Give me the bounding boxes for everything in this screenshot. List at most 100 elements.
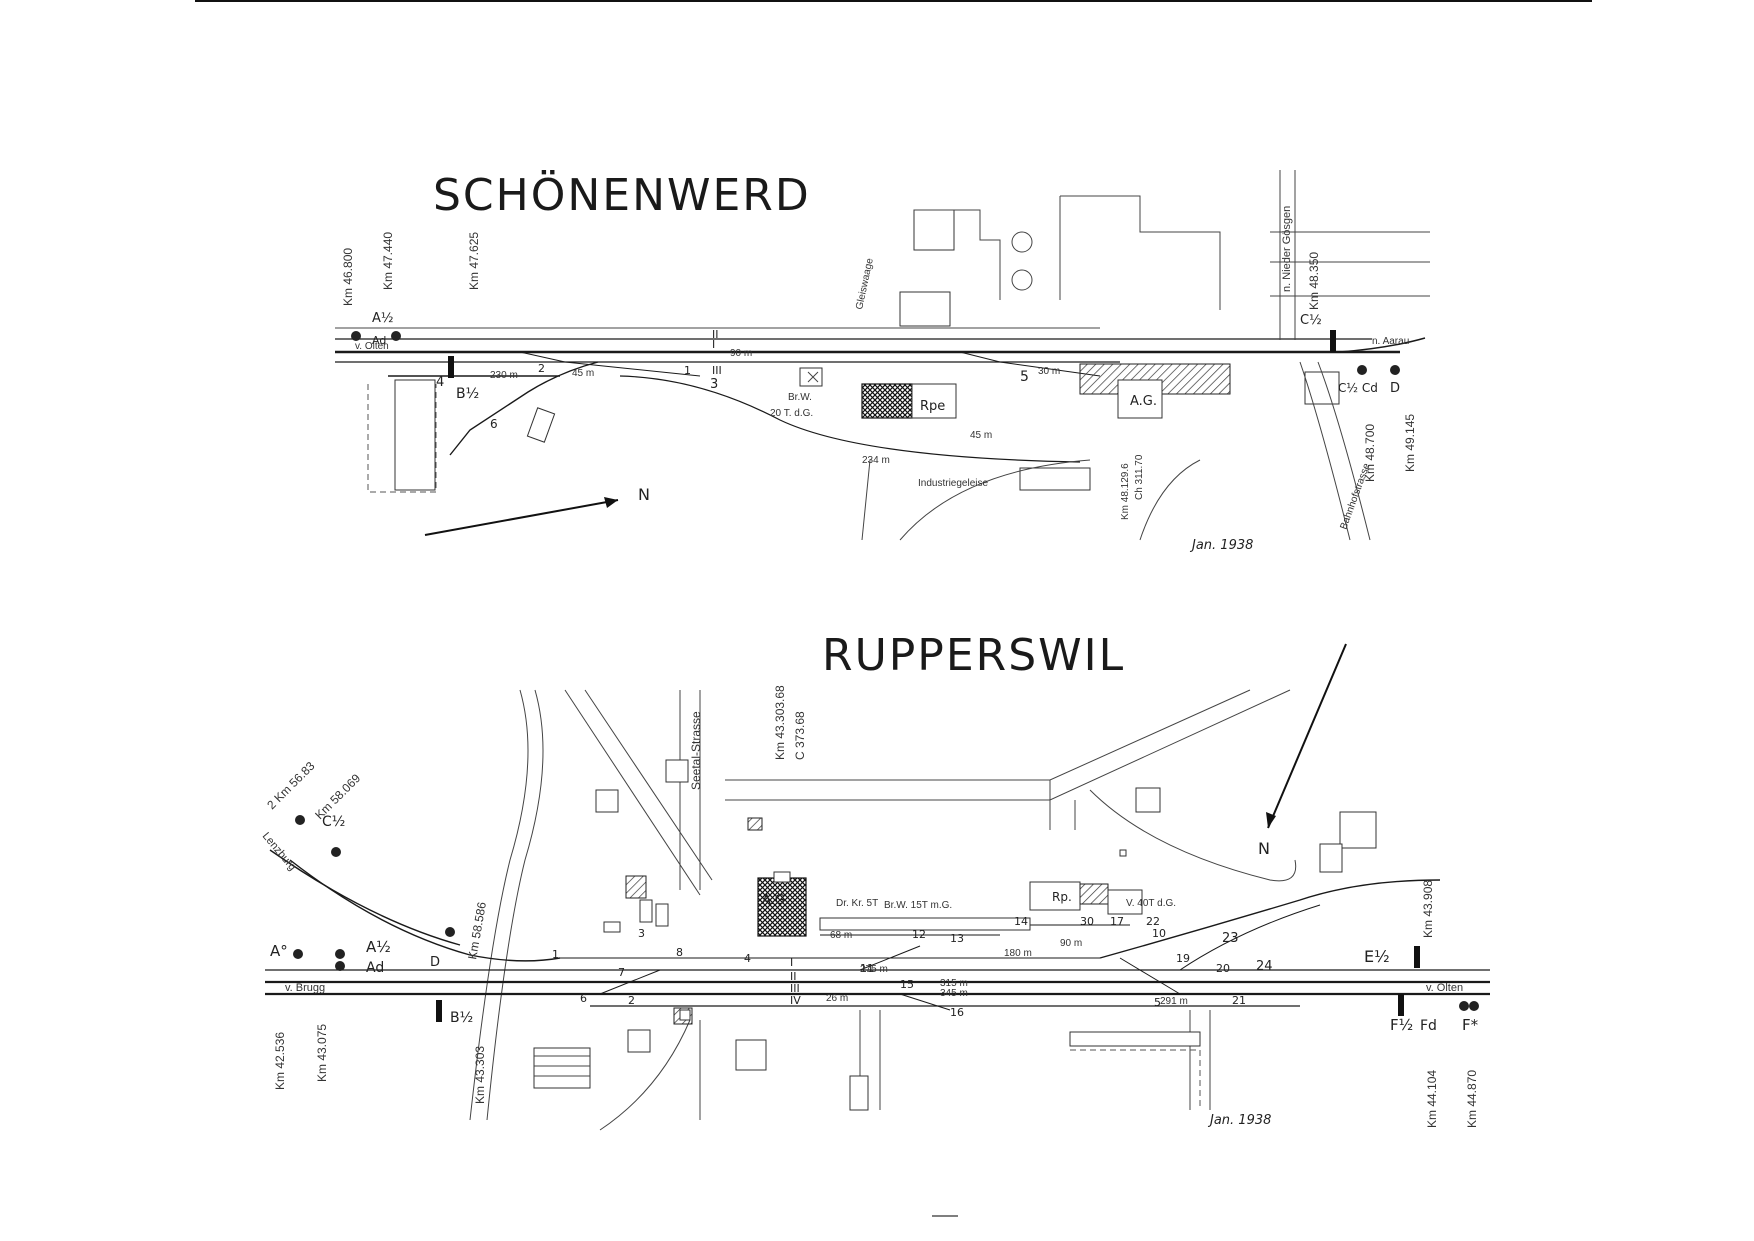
switch-number: 8: [676, 946, 683, 959]
signal-label: D: [430, 955, 440, 970]
km-label: Km 43.303: [473, 1046, 487, 1104]
crossover-west: [599, 969, 661, 995]
dashed-platform: [1070, 1049, 1201, 1110]
km-label: Km 43.303.68: [773, 685, 787, 760]
switch-number: 23: [1222, 931, 1239, 946]
length-label: 234 m: [862, 455, 890, 466]
switch-number: 5: [1154, 996, 1161, 1009]
km-label: Km 48.350: [1307, 252, 1321, 310]
signal-label: C½ Cd: [1338, 381, 1378, 395]
km-label: Km 46.800: [341, 248, 355, 306]
road-west-edge: [486, 689, 544, 1121]
switch-number: 13: [950, 932, 964, 945]
schoenenwerd-signals: [351, 330, 1400, 378]
building-label: A.G.: [762, 893, 789, 908]
signal-label: B½: [456, 386, 479, 402]
length-label: 68 m: [830, 930, 852, 941]
length-label: 26 m: [826, 993, 848, 1004]
switch-number: 15: [900, 978, 914, 991]
signal-label: A½: [372, 311, 394, 326]
track-number: III: [712, 364, 722, 377]
signal-label: Fd: [1420, 1018, 1437, 1034]
hut: [603, 921, 621, 933]
switch-number: 21: [1232, 994, 1246, 1007]
factory-outline: [1059, 195, 1221, 310]
schoenenwerd-plan: SCHÖNENWERD: [335, 169, 1430, 553]
building-label: Dr. Kr. 5T: [836, 898, 878, 909]
schoenenwerd-tracks: [335, 327, 1426, 463]
building-rpe-hatched: [861, 383, 913, 419]
hut: [526, 407, 556, 443]
direction-label: n. Aarau: [1372, 336, 1409, 347]
schoenenwerd-labels: Km 46.800 Km 47.440 Km 47.625 Km 48.350 …: [341, 206, 1417, 553]
direction-label: n. Nieder Gösgen: [1281, 206, 1293, 292]
crossover-left: [519, 351, 701, 377]
track-number: I: [790, 956, 793, 969]
crossover-12: [859, 945, 921, 971]
length-label: 230 m: [490, 370, 518, 381]
switch-number: 19: [1176, 952, 1190, 965]
signal-icon: [295, 815, 305, 825]
km-label: Km 47.625: [467, 232, 481, 290]
schoenenwerd-north-arrow: N: [424, 485, 650, 536]
length-label: 180 m: [1004, 948, 1032, 959]
marker: [1119, 849, 1127, 857]
shed-hatched: [625, 875, 647, 899]
small-building: [1304, 371, 1340, 405]
signal-label: Ad: [366, 960, 384, 976]
switch-number: 24: [1256, 959, 1273, 974]
switch-number: 2: [628, 994, 635, 1007]
road-diagonal-edge: [584, 689, 713, 881]
length-label: 291 m: [1160, 996, 1188, 1007]
road-left: [861, 459, 871, 541]
building-label: V. 40T d.G.: [1126, 898, 1176, 909]
road-bahnhof-edge: [1317, 361, 1371, 541]
shed-hatched: [747, 817, 763, 831]
crossover-16: [899, 993, 951, 1011]
road-east: [1089, 789, 1297, 882]
signal-label: F*: [1462, 1016, 1479, 1034]
crossover-east: [1119, 957, 1181, 995]
switch-number: 1: [684, 364, 691, 377]
building-rpe: [911, 383, 957, 419]
station-core: [1117, 379, 1163, 419]
direction-label: v. Olten: [355, 341, 389, 352]
house: [595, 789, 619, 813]
building-label: Rpe: [920, 399, 945, 414]
road-curve: [899, 459, 1091, 541]
note-label: Ch 311.70: [1134, 454, 1145, 500]
house: [1135, 787, 1161, 813]
road-south-3: [1189, 1010, 1211, 1110]
switch-number: 17: [1110, 915, 1124, 928]
north-label: N: [1258, 839, 1270, 858]
house: [1319, 843, 1343, 873]
platform: [819, 917, 1031, 931]
km-label: 2 Km 56.83: [264, 759, 318, 813]
building-label: Br.W.: [788, 392, 812, 403]
plan-date: Jan. 1938: [1189, 538, 1253, 553]
tank: [1011, 231, 1033, 253]
building-outline: [914, 209, 1001, 300]
building-rp-annex: [1107, 889, 1143, 915]
direction-label: v. Olten: [1426, 982, 1463, 994]
switch-number: 7: [618, 966, 625, 979]
length-label: 90 m: [730, 348, 752, 359]
industrial-siding: [619, 375, 1081, 463]
tank: [1011, 269, 1033, 291]
km-label: C 373.68: [793, 711, 807, 760]
km-label: Km 49.145: [1403, 414, 1417, 472]
note-label: Bahnhofstrasse: [1338, 462, 1372, 531]
switch-number: 11: [860, 962, 874, 975]
house: [1339, 811, 1377, 849]
dashed-shed: [367, 384, 437, 493]
length-label: 275 m: [860, 964, 888, 975]
building-label: 20 T. d.G.: [770, 408, 813, 419]
signal-icon: [335, 961, 345, 971]
signal-label: F½: [1390, 1016, 1413, 1034]
north-arrow-head: [1266, 812, 1276, 828]
km-label: Km 44.104: [1425, 1070, 1439, 1128]
km-label: Km 44.870: [1465, 1070, 1479, 1128]
road-south: [599, 1019, 701, 1131]
building: [899, 291, 951, 327]
